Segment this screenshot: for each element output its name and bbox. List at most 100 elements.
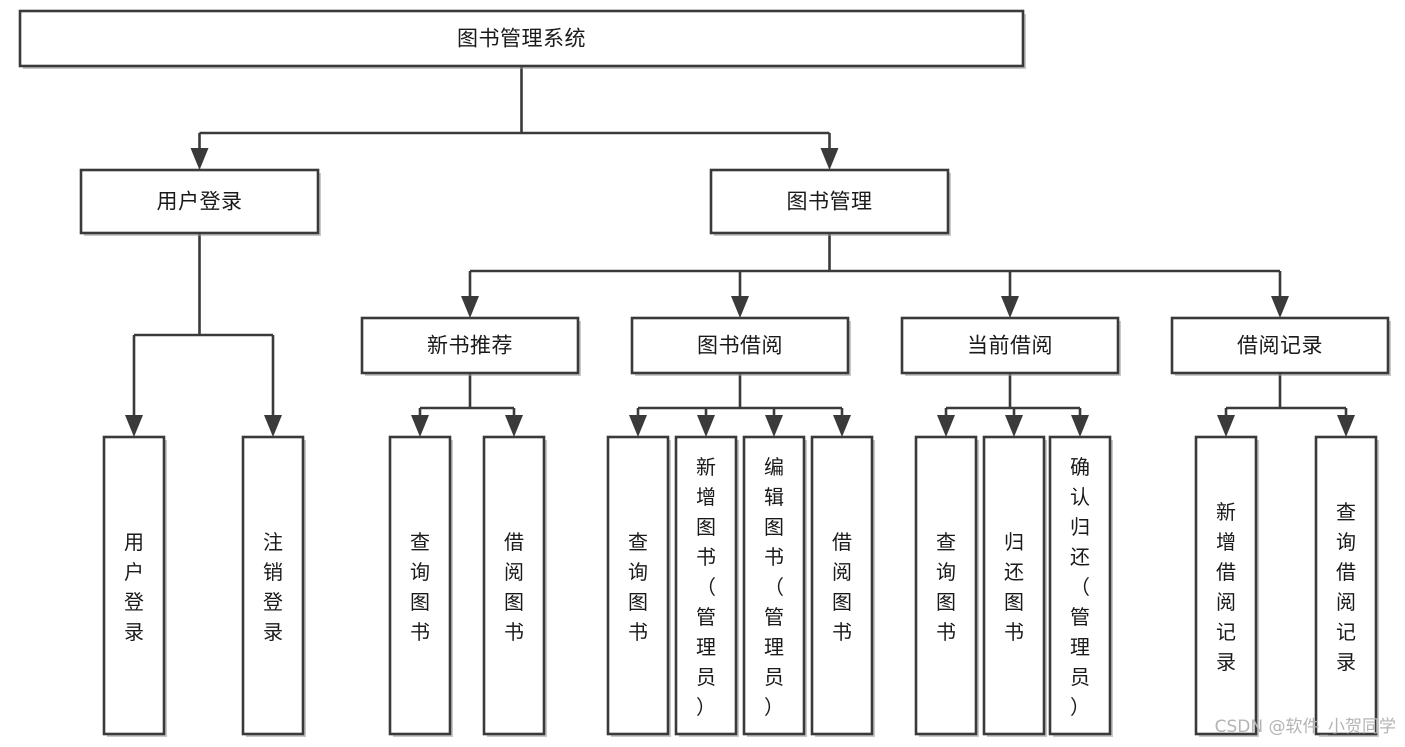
- node-user-login[interactable]: 用户登录: [79, 168, 321, 236]
- node-rect[interactable]: [982, 435, 1046, 736]
- node-label-char: 图: [1004, 590, 1024, 614]
- node-rect[interactable]: [482, 435, 546, 736]
- node-label-char: 借: [504, 530, 524, 554]
- node-label: 用户登录: [157, 190, 243, 214]
- node-new-book-recommend[interactable]: 新书推荐: [360, 316, 581, 376]
- node-leaf-user-login[interactable]: 用户登录: [102, 435, 167, 737]
- connector-arrowhead: [1271, 296, 1289, 318]
- node-label-char: 员: [1070, 665, 1090, 689]
- node-label-char: 还: [1004, 560, 1024, 584]
- node-rect[interactable]: [18, 9, 1025, 68]
- connector-arrowhead: [1001, 296, 1019, 318]
- node-label-char: 增: [696, 485, 716, 509]
- node-label-char: 确: [1070, 455, 1090, 479]
- node-label-char: 理: [696, 635, 716, 659]
- connector-arrowhead: [731, 296, 749, 318]
- connector-arrowhead: [833, 415, 851, 437]
- node-rect[interactable]: [1048, 435, 1112, 736]
- node-rect[interactable]: [810, 435, 874, 736]
- node-rect[interactable]: [79, 168, 320, 235]
- node-label-char: 认: [1070, 485, 1090, 509]
- node-label-char: 阅: [832, 560, 852, 584]
- connector-arrowhead: [190, 148, 209, 170]
- node-label-char: 新: [696, 455, 716, 479]
- connector-arrowhead: [1071, 415, 1089, 437]
- connector-arrowhead: [820, 148, 839, 170]
- watermark-label: CSDN @软件_小贺同学: [1215, 717, 1396, 737]
- connector-arrowhead: [937, 415, 955, 437]
- node-label-char: 查: [628, 530, 648, 554]
- node-label-char: （: [696, 575, 716, 599]
- node-label-char: 理: [764, 635, 784, 659]
- node-rect[interactable]: [241, 435, 305, 736]
- node-label-char: 录: [1216, 650, 1236, 674]
- node-label: 当前借阅: [967, 334, 1053, 358]
- node-label-char: 理: [1070, 635, 1090, 659]
- node-label-char: 登: [124, 590, 144, 614]
- node-label-char: 员: [764, 665, 784, 689]
- node-label-char: 管: [696, 605, 716, 629]
- node-borrow-record[interactable]: 借阅记录: [1170, 316, 1391, 376]
- node-label-char: 书: [936, 620, 956, 644]
- node-rect[interactable]: [709, 168, 950, 235]
- node-label-char: （: [764, 575, 784, 599]
- node-label-char: （: [1070, 575, 1090, 599]
- node-label-char: 管: [1070, 605, 1090, 629]
- node-label-char: 借: [832, 530, 852, 554]
- node-book-manage[interactable]: 图书管理: [709, 168, 951, 236]
- node-label-char: 查: [410, 530, 430, 554]
- node-label-char: 图: [696, 515, 716, 539]
- node-rect[interactable]: [102, 435, 166, 736]
- connector-arrowhead: [125, 415, 143, 437]
- node-label: 图书借阅: [697, 334, 783, 358]
- node-rect[interactable]: [1194, 435, 1258, 736]
- node-root-图书管理系统[interactable]: 图书管理系统: [18, 9, 1026, 69]
- node-label-char: 销: [263, 560, 283, 584]
- node-label-char: 书: [628, 620, 648, 644]
- connector-arrowhead: [505, 415, 523, 437]
- node-label-char: 查: [1336, 500, 1356, 524]
- node-label-char: 询: [1336, 530, 1356, 554]
- connector-arrowhead: [461, 296, 479, 318]
- connector-arrowhead: [1337, 415, 1355, 437]
- node-rect[interactable]: [360, 316, 580, 375]
- connector-arrowhead: [1005, 415, 1023, 437]
- node-label-char: 用: [124, 530, 144, 554]
- node-rect[interactable]: [914, 435, 978, 736]
- node-book-borrow[interactable]: 图书借阅: [630, 316, 851, 376]
- node-label-char: 辑: [764, 485, 784, 509]
- node-rect[interactable]: [742, 435, 806, 736]
- node-rect[interactable]: [900, 316, 1120, 375]
- node-current-borrow[interactable]: 当前借阅: [900, 316, 1121, 376]
- node-label-char: 查: [936, 530, 956, 554]
- node-label-char: 书: [832, 620, 852, 644]
- node-rect[interactable]: [630, 316, 850, 375]
- connector-arrowhead: [629, 415, 647, 437]
- node-label-char: 录: [263, 620, 283, 644]
- node-rect[interactable]: [1170, 316, 1390, 375]
- node-rect[interactable]: [1314, 435, 1378, 736]
- node-label-char: 归: [1070, 515, 1090, 539]
- node-label: 新书推荐: [427, 334, 513, 358]
- node-rect[interactable]: [388, 435, 452, 736]
- node-label-char: 书: [696, 545, 716, 569]
- connectors-layer: [125, 66, 1355, 437]
- node-label: 图书管理: [787, 190, 873, 214]
- connector-arrowhead: [1217, 415, 1235, 437]
- node-rect[interactable]: [606, 435, 670, 736]
- node-rect[interactable]: [674, 435, 738, 736]
- node-label-char: 图: [628, 590, 648, 614]
